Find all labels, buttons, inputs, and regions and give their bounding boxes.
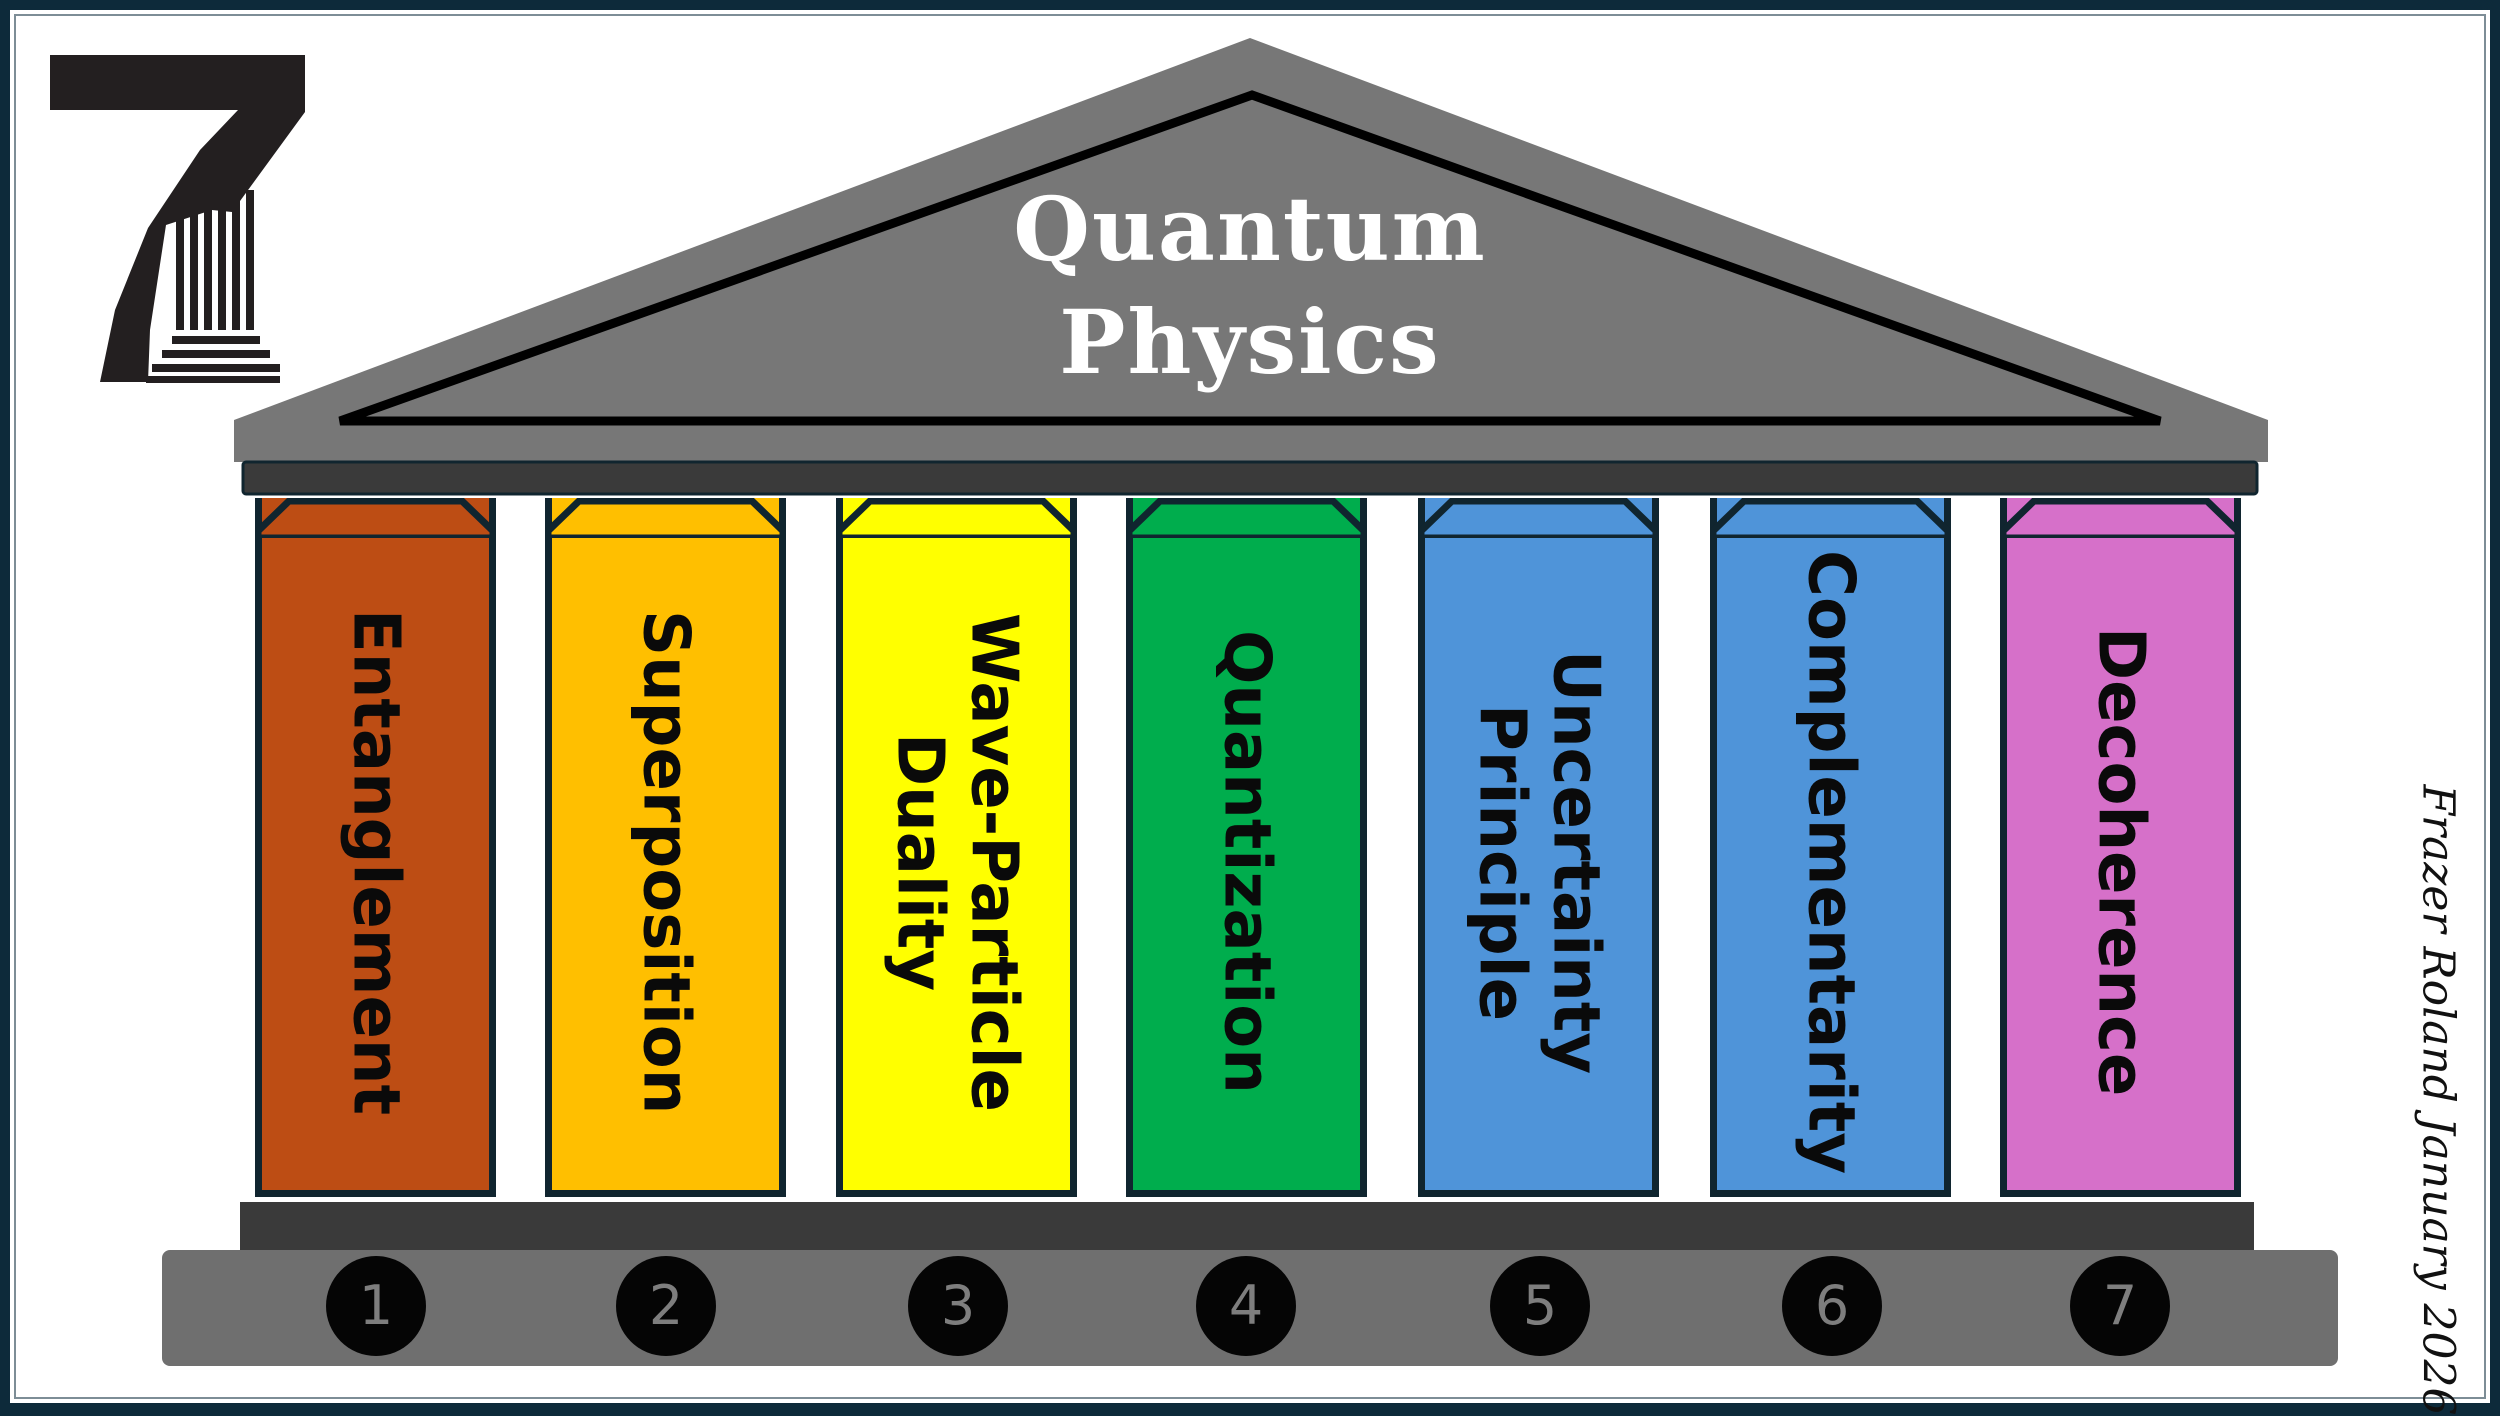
pillar-label: Superposition [628, 609, 703, 1115]
title-line-2: Physics [1059, 290, 1441, 394]
temple-beam [241, 460, 2259, 496]
pillar-3: Wave-Particle Duality [836, 498, 1077, 1197]
temple-roof [234, 38, 2268, 462]
pillar-label: Entanglement [338, 608, 413, 1116]
pillar-cap [2000, 498, 2241, 538]
temple-base-step [240, 1202, 2254, 1252]
pillar-cap [1418, 498, 1659, 538]
pillar-number-badge: 4 [1196, 1256, 1296, 1356]
pillar-cap [1126, 498, 1367, 538]
pillar-6: Complementarity [1710, 498, 1951, 1197]
title-line-1: Quantum [1013, 177, 1487, 281]
author-signature: Frazer Roland January 2026 [2412, 784, 2464, 1416]
pillar-number-badge: 5 [1490, 1256, 1590, 1356]
column-icon [50, 55, 305, 383]
pillar-cap [545, 498, 786, 538]
pillar-number-badge: 2 [616, 1256, 716, 1356]
pillar-7: Decoherence [2000, 498, 2241, 1197]
pillar-cap [1710, 498, 1951, 538]
pillar-label: Wave-Particle Duality [882, 612, 1031, 1112]
pillar-cap [836, 498, 1077, 538]
pillar-number-badge: 6 [1782, 1256, 1882, 1356]
pillar-label: Uncertainty Principle [1464, 649, 1613, 1075]
pillar-label: Decoherence [2083, 627, 2158, 1097]
pillar-4: Quantization [1126, 498, 1367, 1197]
pillar-1: Entanglement [255, 498, 496, 1197]
pillar-number-badge: 7 [2070, 1256, 2170, 1356]
pillar-cap [255, 498, 496, 538]
pillar-label: Complementarity [1793, 549, 1868, 1175]
pillar-5: Uncertainty Principle [1418, 498, 1659, 1197]
pillar-2: Superposition [545, 498, 786, 1197]
roof-inner-outline [338, 90, 2162, 426]
pillar-number-badge: 3 [908, 1256, 1008, 1356]
pillar-number-badge: 1 [326, 1256, 426, 1356]
pillar-label: Quantization [1209, 630, 1284, 1094]
